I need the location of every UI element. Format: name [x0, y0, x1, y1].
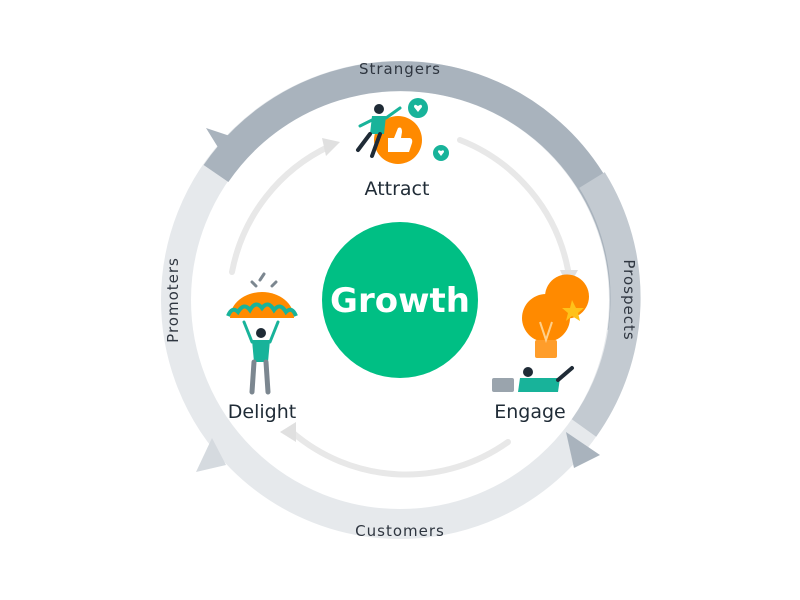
outer-ring-mid-segment	[571, 172, 641, 437]
arrow-attract-to-engage	[457, 137, 571, 273]
laptop-icon	[492, 378, 514, 392]
ring-arrow-head-right	[566, 432, 600, 468]
ring-label-strangers: Strangers	[359, 60, 441, 78]
ring-label-prospects: Prospects	[620, 259, 638, 340]
lightbulb-filament	[539, 321, 553, 344]
delight-person-head	[256, 328, 266, 338]
stage-label-engage: Engage	[494, 401, 566, 423]
arrow-delight-to-attract	[229, 143, 333, 275]
lightbulb-glass	[522, 294, 570, 342]
engage-person-head	[523, 367, 533, 377]
ring-label-customers: Customers	[355, 522, 445, 540]
ring-arrow-head-top-left	[206, 128, 248, 170]
heart-icon	[414, 104, 422, 112]
inner-cycle-arrows	[229, 137, 571, 478]
delight-person-legs	[249, 359, 271, 395]
ring-label-promoters: Promoters	[164, 257, 182, 343]
stage-label-attract: Attract	[365, 178, 430, 200]
engage-person-body	[518, 378, 560, 392]
engage-person-legs	[556, 366, 574, 382]
delight-illustration	[226, 272, 298, 395]
delight-person-arms	[242, 320, 280, 344]
ring-arrow-head-bottom-left	[196, 438, 226, 472]
growth-circle	[322, 222, 478, 378]
lightbulb-neck	[535, 340, 557, 358]
attract-person-head	[374, 104, 384, 114]
thumbs-up-icon	[388, 127, 413, 152]
attract-person-legs	[356, 132, 382, 158]
heart-small-icon	[438, 150, 444, 156]
engage-illustration	[492, 274, 589, 392]
attract-illustration	[356, 98, 449, 164]
stage-label-delight: Delight	[228, 401, 296, 423]
growth-label: Growth	[330, 281, 470, 321]
taco-lettuce	[226, 302, 298, 317]
outer-ring	[161, 61, 641, 539]
arrowhead-delight	[280, 422, 296, 442]
arrowhead-attract	[322, 138, 340, 156]
attract-person-arms	[358, 106, 402, 128]
delight-person-body	[252, 340, 270, 362]
shine-lines-icon	[250, 272, 278, 288]
sparkle-star-icon	[562, 300, 584, 321]
arrow-engage-to-delight	[289, 429, 511, 478]
attract-person-body	[370, 116, 386, 134]
